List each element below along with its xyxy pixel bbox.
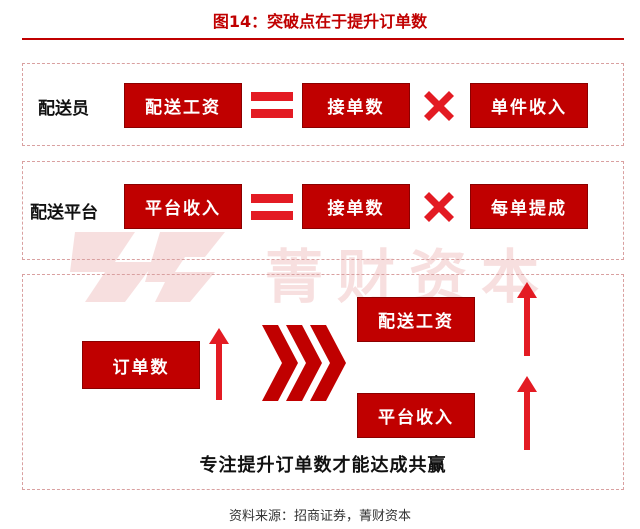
watermark-logo-icon <box>70 232 225 302</box>
equals-icon <box>251 194 293 220</box>
equals-icon <box>251 92 293 118</box>
title-divider <box>22 38 624 40</box>
multiply-icon <box>424 192 454 222</box>
box-courier-wage-result: 配送工资 <box>357 297 475 342</box>
up-arrow-icon <box>517 376 537 450</box>
box-unit-income: 单件收入 <box>470 83 588 128</box>
row-label-platform: 配送平台 <box>30 203 98 223</box>
box-orders-received-1: 接单数 <box>302 83 410 128</box>
panel-courier <box>22 63 624 146</box>
box-platform-income: 平台收入 <box>124 184 242 229</box>
source-note: 资料来源：招商证券，菁财资本 <box>228 509 411 524</box>
multiply-icon <box>424 91 454 121</box>
panel-flow <box>22 274 624 490</box>
panel-platform <box>22 161 624 260</box>
figure-title: 图14：突破点在于提升订单数 <box>212 12 428 31</box>
box-platform-income-result: 平台收入 <box>357 393 475 438</box>
row-label-courier: 配送员 <box>38 99 89 119</box>
box-courier-wage: 配送工资 <box>124 83 242 128</box>
box-orders-received-2: 接单数 <box>302 184 410 229</box>
summary-text: 专注提升订单数才能达成共赢 <box>199 455 447 476</box>
chevrons-right-icon <box>262 325 346 401</box>
up-arrow-icon <box>517 282 537 356</box>
up-arrow-icon <box>209 328 229 400</box>
box-order-count: 订单数 <box>82 341 200 389</box>
box-per-order-commission: 每单提成 <box>470 184 588 229</box>
